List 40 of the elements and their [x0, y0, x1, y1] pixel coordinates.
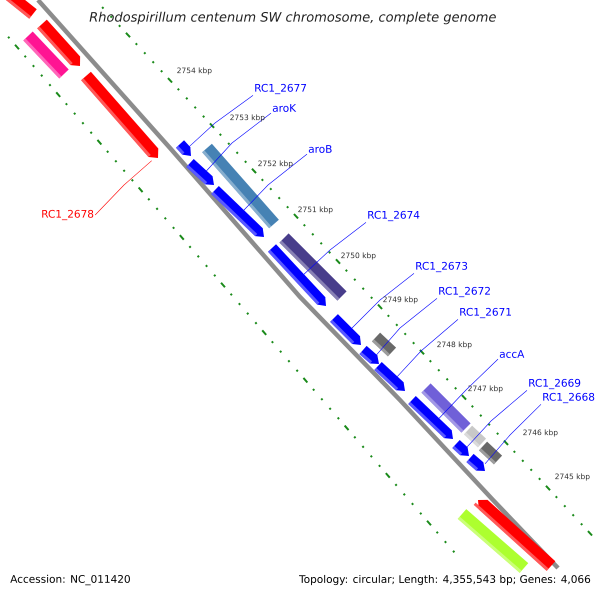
gene-label: accA	[500, 350, 524, 358]
gene-feature	[466, 454, 485, 471]
leader-line	[244, 154, 308, 210]
gene-label: aroB	[308, 145, 332, 153]
gene-feature	[37, 20, 80, 66]
gene-feature	[176, 140, 191, 156]
gene-label: RC1_2669	[529, 378, 580, 390]
leader-line	[352, 273, 414, 328]
gene-feature	[474, 500, 556, 571]
genome-stats-text: Topology: circular; Length: 4,355,543 bp; Genes: 4,066	[299, 574, 590, 586]
leader-line	[484, 404, 542, 464]
gene-label: RC1_2671	[460, 308, 511, 318]
gene-label: RC1_2677	[255, 84, 306, 94]
gene-label: aroK	[272, 104, 296, 112]
gene-label: RC1_2678	[42, 210, 94, 220]
leader-line	[438, 358, 498, 419]
gene-label: RC1_2672	[439, 286, 490, 298]
leader-line	[376, 298, 438, 355]
leader-line	[94, 160, 152, 216]
leader-line	[304, 222, 366, 275]
gene-feature	[330, 314, 361, 345]
leader-line	[397, 319, 458, 377]
gene-block	[478, 442, 502, 464]
leader-line	[466, 390, 528, 448]
gene-block	[372, 332, 396, 356]
gene-feature	[452, 440, 469, 456]
gene-label: RC1_2668	[543, 392, 594, 404]
gene-feature	[359, 346, 379, 364]
gene-block	[464, 426, 486, 448]
gene-feature	[186, 158, 214, 185]
gene-feature	[81, 72, 158, 158]
title: Rhodospirillum centenum SW chromosome, complete genome	[90, 12, 496, 24]
gene-label: RC1_2673	[416, 262, 468, 272]
gene-label: RC1_2674	[368, 210, 420, 222]
leader-line	[206, 112, 272, 172]
gene-block	[202, 144, 279, 228]
accession-text: Accession: NC_011420	[10, 574, 130, 586]
gene-block	[4, 0, 37, 19]
gene-feature	[374, 362, 405, 391]
leader-line	[189, 95, 254, 147]
